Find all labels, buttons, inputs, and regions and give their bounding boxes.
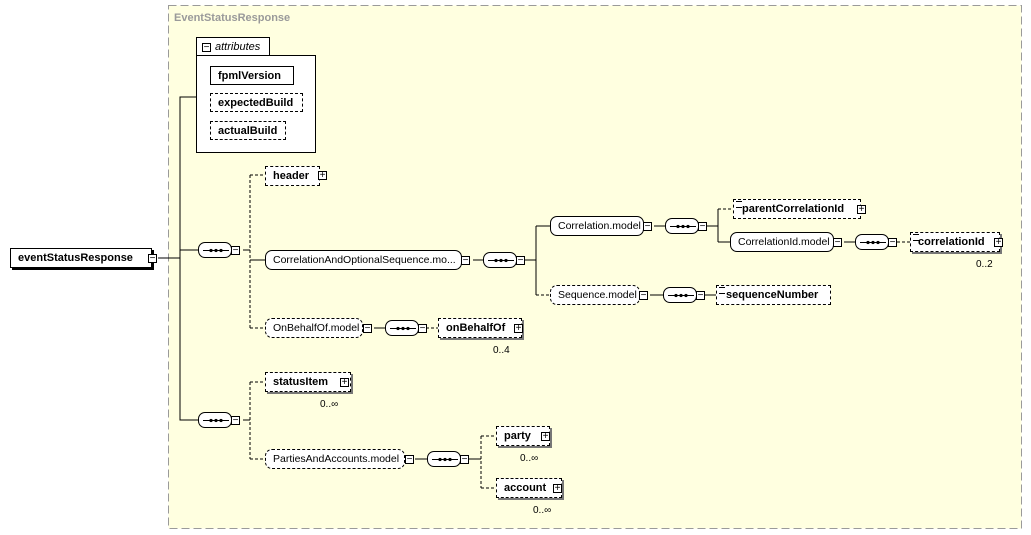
collapse-icon[interactable]: − xyxy=(363,323,372,334)
attribute-expectedbuild[interactable]: expectedBuild xyxy=(210,93,303,112)
expand-icon[interactable]: + xyxy=(553,483,562,494)
collapse-icon[interactable]: − xyxy=(231,245,240,256)
expand-icon[interactable]: + xyxy=(318,170,327,181)
sequence-compositor-icon xyxy=(198,412,232,428)
attributes-tab: attributes xyxy=(196,37,270,56)
collapse-icon[interactable]: − xyxy=(461,255,470,266)
sequence-compositor-icon xyxy=(663,287,697,303)
element-status-item[interactable]: statusItem xyxy=(265,372,351,392)
collapse-icon[interactable]: − xyxy=(696,290,705,301)
collapse-icon[interactable]: − xyxy=(888,237,897,248)
sequence-compositor-icon xyxy=(665,218,699,234)
sequence-compositor-icon xyxy=(385,320,419,336)
simple-content-icon xyxy=(913,234,919,241)
group-on-behalf-of-model[interactable]: OnBehalfOf.model xyxy=(265,318,363,338)
collapse-icon[interactable]: − xyxy=(148,253,157,264)
expand-icon[interactable]: + xyxy=(994,237,1003,248)
collapse-icon[interactable]: − xyxy=(698,221,707,232)
collapse-icon[interactable]: − xyxy=(202,42,211,53)
element-correlation-id[interactable]: correlationId xyxy=(910,232,1000,252)
element-party[interactable]: party xyxy=(496,426,550,446)
cardinality-label: 0..∞ xyxy=(320,399,339,410)
sequence-compositor-icon xyxy=(855,234,889,250)
attribute-fpmlversion[interactable]: fpmlVersion xyxy=(210,66,294,85)
cardinality-label: 0..∞ xyxy=(520,453,539,464)
attribute-actualbuild[interactable]: actualBuild xyxy=(210,121,286,140)
complex-type-title: EventStatusResponse xyxy=(174,12,291,24)
sequence-compositor-icon xyxy=(483,252,517,268)
collapse-icon[interactable]: − xyxy=(405,454,414,465)
expand-icon[interactable]: + xyxy=(340,377,349,388)
simple-content-icon xyxy=(736,201,742,208)
collapse-icon[interactable]: − xyxy=(639,290,648,301)
sequence-compositor-icon xyxy=(198,242,232,258)
element-parent-correlation-id[interactable]: parentCorrelationId xyxy=(733,199,861,219)
cardinality-label: 0..2 xyxy=(976,259,993,270)
collapse-icon[interactable]: − xyxy=(833,237,842,248)
element-sequence-number[interactable]: sequenceNumber xyxy=(716,285,831,305)
expand-icon[interactable]: + xyxy=(541,431,550,442)
group-parties-and-accounts-model[interactable]: PartiesAndAccounts.model xyxy=(265,449,405,469)
cardinality-label: 0..∞ xyxy=(533,505,552,516)
cardinality-label: 0..4 xyxy=(493,345,510,356)
sequence-compositor-icon xyxy=(427,451,461,467)
collapse-icon[interactable]: − xyxy=(516,255,525,266)
group-correlation-model[interactable]: Correlation.model xyxy=(550,216,644,236)
expand-icon[interactable]: + xyxy=(514,323,523,334)
group-correlation-and-optional-sequence[interactable]: CorrelationAndOptionalSequence.mo... xyxy=(265,250,462,270)
element-account[interactable]: account xyxy=(496,478,562,498)
root-element[interactable]: eventStatusResponse xyxy=(10,248,152,268)
collapse-icon[interactable]: − xyxy=(643,221,652,232)
element-on-behalf-of[interactable]: onBehalfOf xyxy=(438,318,522,338)
simple-content-icon xyxy=(719,287,725,294)
collapse-icon[interactable]: − xyxy=(418,323,427,334)
attributes-label: attributes xyxy=(215,41,261,53)
group-sequence-model[interactable]: Sequence.model xyxy=(550,285,640,305)
element-header[interactable]: header xyxy=(265,166,320,186)
collapse-icon[interactable]: − xyxy=(460,454,469,465)
group-correlation-id-model[interactable]: CorrelationId.model xyxy=(730,232,834,252)
collapse-icon[interactable]: − xyxy=(231,415,240,426)
expand-icon[interactable]: + xyxy=(857,204,866,215)
